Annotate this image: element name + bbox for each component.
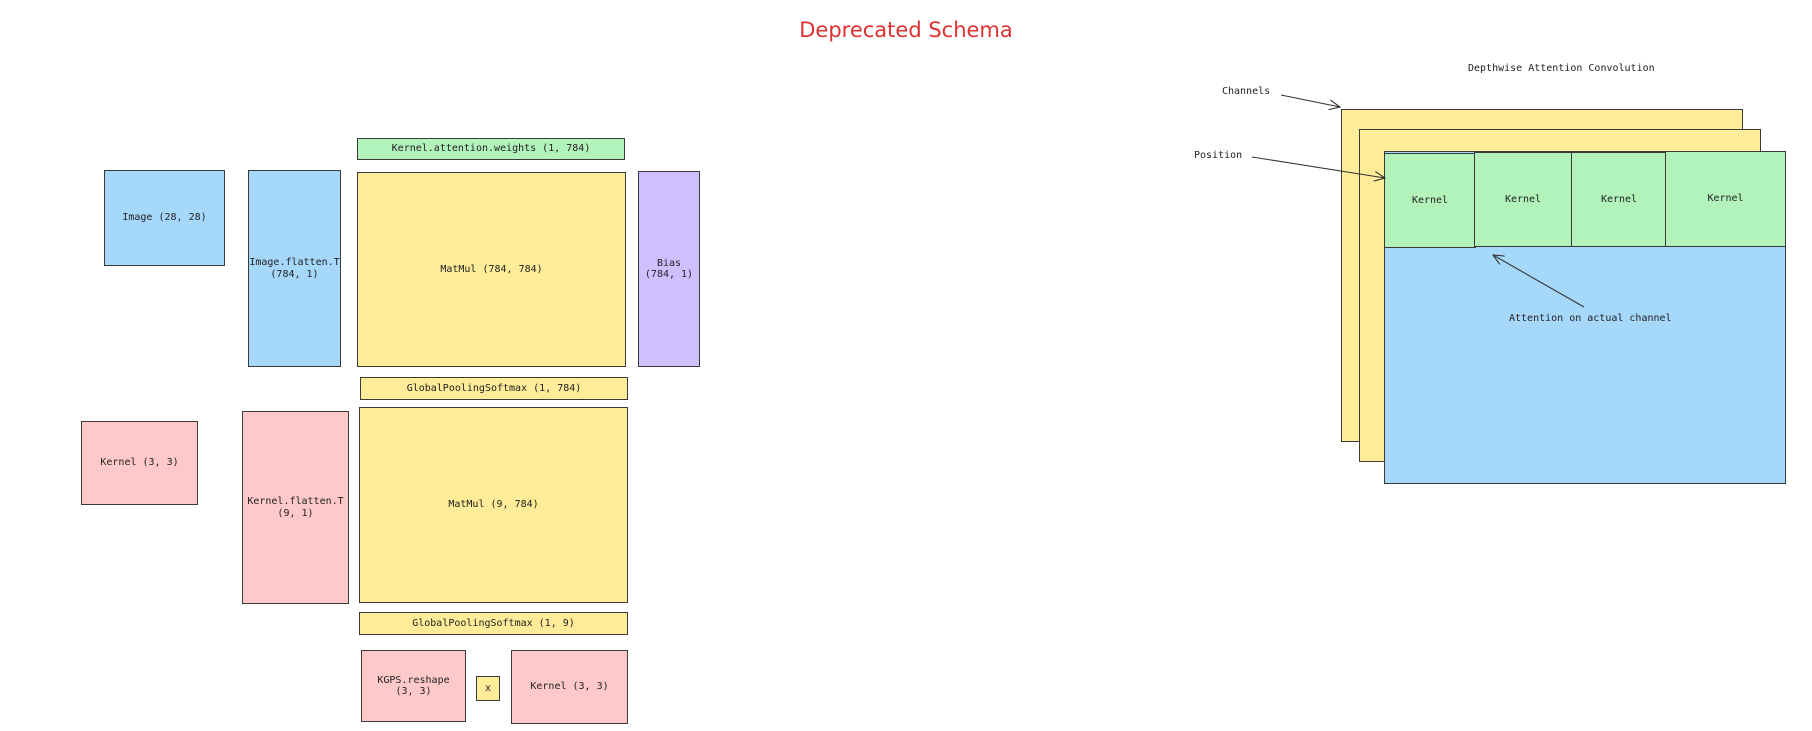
attention-arrow [1493, 255, 1585, 308]
page-title: Deprecated Schema [799, 18, 1013, 42]
global-pooling-softmax-784-box: GlobalPoolingSoftmax (1, 784) [360, 377, 628, 400]
bias-box: Bias (784, 1) [638, 171, 700, 367]
multiply-symbol-box: x [476, 676, 500, 701]
kernel-position-2: Kernel [1474, 152, 1572, 247]
channels-label: Channels [1222, 86, 1271, 97]
kernel-position-1: Kernel [1384, 153, 1476, 248]
channels-arrow [1280, 94, 1340, 107]
kernel-flatten-box: Kernel.flatten.T (9, 1) [242, 411, 349, 604]
matmul-kernel-box: MatMul (9, 784) [359, 407, 628, 603]
matmul-image-box: MatMul (784, 784) [357, 172, 626, 367]
position-label: Position [1194, 150, 1243, 161]
position-arrow [1251, 156, 1385, 178]
kgps-reshape-box: KGPS.reshape (3, 3) [361, 650, 466, 722]
kernel-position-4: Kernel [1665, 151, 1786, 247]
image-flatten-box: Image.flatten.T (784, 1) [248, 170, 341, 367]
kernel-box: Kernel (3, 3) [81, 421, 198, 505]
attention-weights-box: Kernel.attention.weights (1, 784) [357, 138, 625, 160]
kernel-position-3: Kernel [1571, 152, 1667, 247]
attention-label: Attention on actual channel [1509, 313, 1672, 324]
image-box: Image (28, 28) [104, 170, 225, 266]
global-pooling-softmax-9-box: GlobalPoolingSoftmax (1, 9) [359, 612, 628, 635]
kernel-result-box: Kernel (3, 3) [511, 650, 628, 724]
depthwise-diagram-title: Depthwise Attention Convolution [1468, 63, 1655, 74]
